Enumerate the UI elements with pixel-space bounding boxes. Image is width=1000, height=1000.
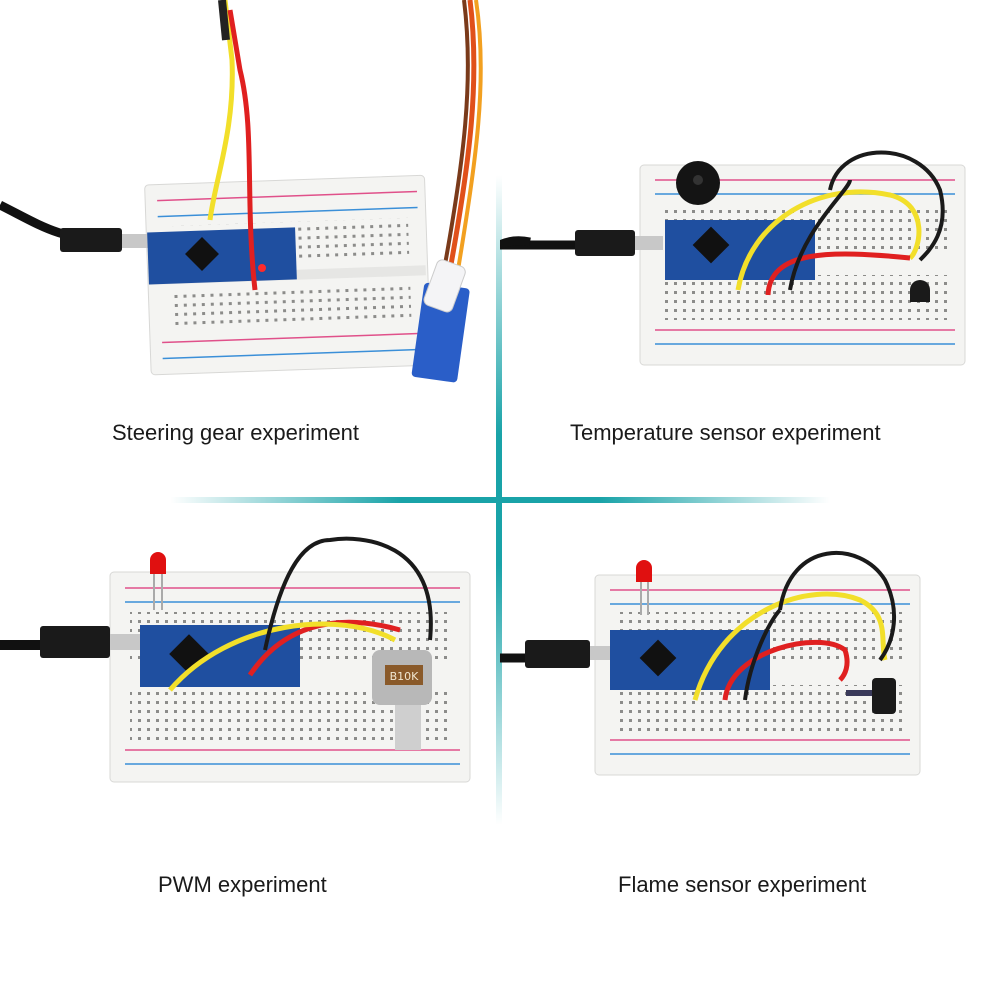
temperature-sensor — [910, 280, 930, 302]
nano-board — [665, 220, 815, 280]
red-led — [636, 560, 652, 582]
pwm-photo: B10K — [0, 536, 471, 783]
potentiometer: B10K — [372, 650, 432, 750]
caption-steering-gear: Steering gear experiment — [112, 420, 360, 445]
nano-board — [140, 625, 300, 687]
flame-sensor — [872, 678, 896, 714]
caption-temperature-sensor: Temperature sensor experiment — [570, 420, 881, 445]
potentiometer-label: B10K — [390, 670, 420, 683]
temperature-sensor-photo — [500, 150, 966, 366]
caption-flame-sensor: Flame sensor experiment — [618, 872, 867, 897]
caption-pwm: PWM experiment — [158, 872, 327, 897]
servo-motor — [411, 259, 470, 383]
nano-board — [147, 227, 297, 285]
nano-board — [610, 630, 770, 690]
steering-gear-photo — [0, 0, 483, 383]
red-led — [150, 552, 166, 574]
horizontal-divider — [170, 497, 830, 503]
flame-sensor-photo — [500, 550, 921, 776]
